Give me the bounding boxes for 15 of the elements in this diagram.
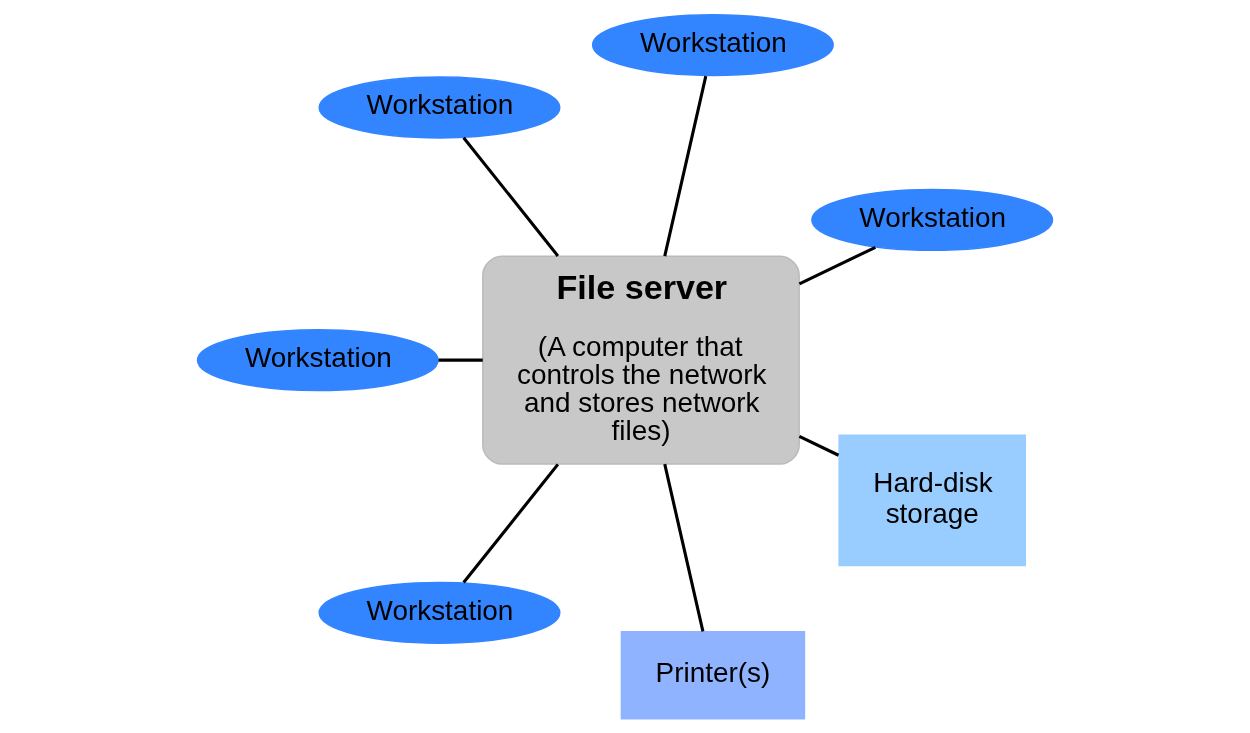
- connector: [438, 358, 483, 362]
- connector: [798, 435, 840, 457]
- connector: [462, 136, 560, 257]
- node-box: Hard-disk storage: [838, 434, 1026, 567]
- connector: [462, 463, 560, 584]
- node-ellipse: Workstation: [196, 328, 439, 392]
- node-box: Printer(s): [620, 631, 806, 720]
- node-box: File server (A computer that controls the network and stores network files): [482, 255, 800, 465]
- connector: [663, 463, 705, 632]
- node-ellipse: Workstation: [318, 581, 561, 644]
- node-ellipse: Workstation: [811, 188, 1054, 252]
- connector: [663, 75, 708, 257]
- node-ellipse: Workstation: [318, 76, 561, 139]
- node-ellipse: Workstation: [591, 13, 834, 77]
- connector: [798, 245, 877, 286]
